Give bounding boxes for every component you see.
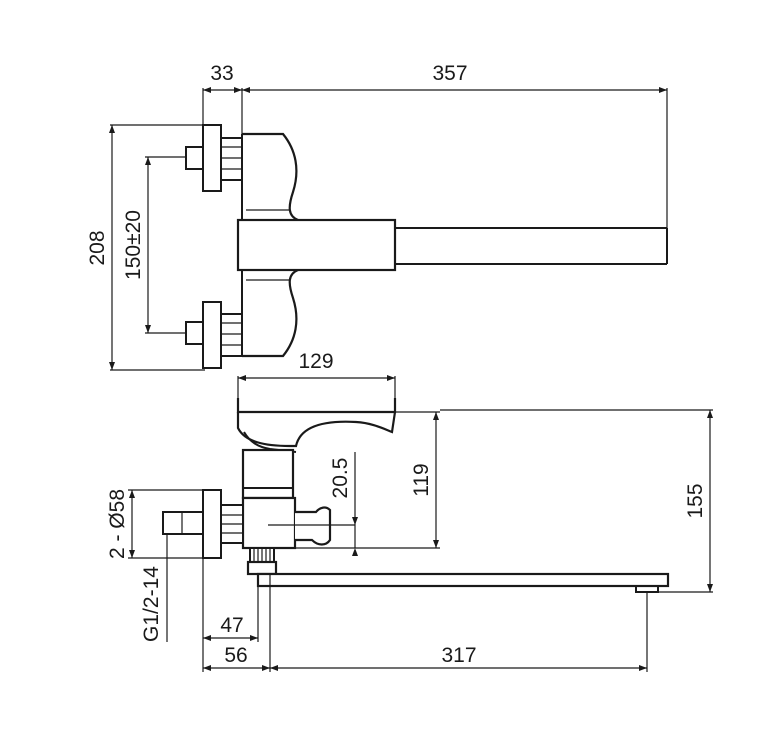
dim-label-357: 357 — [432, 62, 467, 85]
dim-label-150: 150±20 — [122, 210, 145, 280]
arrow — [203, 665, 211, 671]
arrow — [250, 635, 258, 641]
lower-inlet-connector — [185, 301, 243, 369]
arrow — [387, 375, 395, 381]
arrow — [707, 410, 713, 418]
escutcheon-lower — [202, 301, 222, 369]
arrow — [238, 375, 246, 381]
dim-label-47: 47 — [220, 614, 243, 637]
arrow — [262, 665, 270, 671]
body-top-curve — [242, 132, 299, 222]
dim-label-119: 119 — [410, 463, 433, 496]
dim-label-20-5: 20.5 — [329, 458, 352, 499]
arrow — [129, 490, 135, 498]
spout-bar — [256, 572, 670, 588]
arrow — [145, 325, 151, 333]
arrow — [659, 87, 667, 93]
arrow — [109, 125, 115, 133]
dim-label-thread: G1/2-14 — [140, 566, 163, 642]
dim-label-155: 155 — [684, 483, 707, 518]
arrow — [203, 87, 211, 93]
arrow — [270, 665, 278, 671]
nut-lower — [220, 313, 243, 357]
arrow — [352, 548, 358, 556]
escutcheon-upper — [202, 124, 222, 192]
arrow — [145, 157, 151, 165]
arrow — [639, 665, 647, 671]
dim-label-33: 33 — [210, 62, 233, 85]
handle-top — [236, 398, 397, 414]
upper-inlet-connector — [185, 124, 243, 192]
diverter-knob — [295, 506, 332, 546]
body-upper — [241, 448, 295, 500]
pipe-stub-lower — [185, 321, 204, 345]
dim-label-56: 56 — [224, 644, 247, 667]
dim-label-208: 208 — [86, 230, 109, 265]
side-inlet-connector — [162, 489, 244, 559]
body-block-top — [236, 218, 397, 272]
side-view: 129 — [106, 350, 713, 672]
arrow — [234, 87, 242, 93]
arrow — [707, 584, 713, 592]
pipe-side — [162, 511, 204, 535]
dim-label-58: 2 - Ø58 — [106, 489, 129, 559]
arrow — [352, 517, 358, 525]
arrow — [109, 362, 115, 370]
arrow — [433, 540, 439, 548]
body-bottom-curve — [242, 268, 299, 358]
arrow — [433, 412, 439, 420]
dim-label-317: 317 — [441, 644, 476, 667]
top-view: 33 357 208 150±20 — [86, 62, 668, 371]
arrow — [242, 87, 250, 93]
body-lower — [241, 496, 297, 550]
dim-label-129: 129 — [298, 350, 333, 373]
nut-upper — [220, 137, 243, 181]
spout-collar — [246, 560, 278, 576]
arrow — [129, 550, 135, 558]
escutcheon-side — [202, 489, 222, 559]
handle-lever — [236, 411, 397, 448]
pipe-stub-upper — [185, 146, 204, 170]
arrow — [203, 635, 211, 641]
